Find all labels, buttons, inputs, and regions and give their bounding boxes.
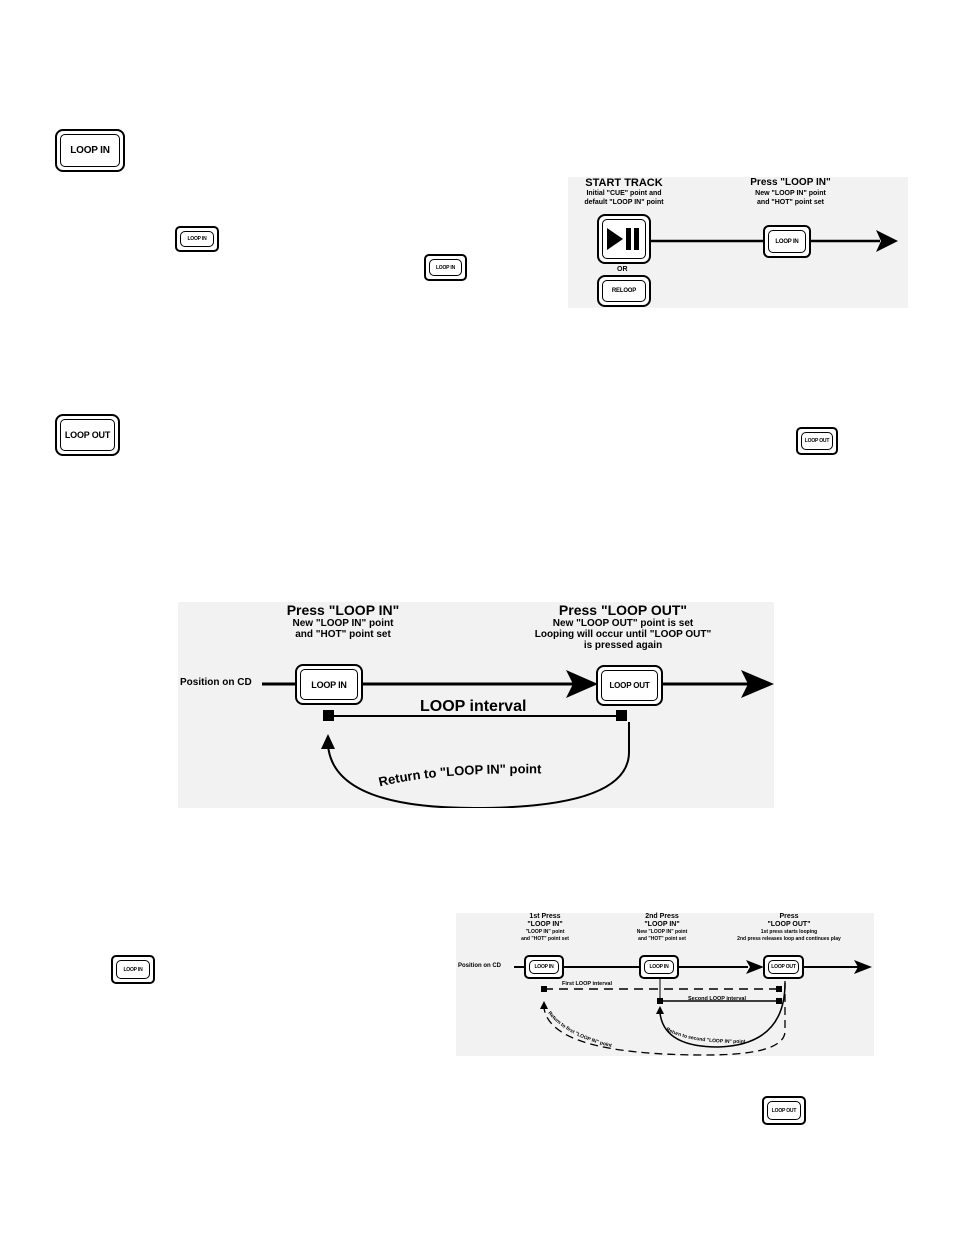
loop-in-button-icon: LOOP IN <box>763 225 811 258</box>
first-press-title2: "LOOP IN" <box>527 921 563 928</box>
loop-out-button-icon-inline: LOOP OUT <box>762 1096 806 1125</box>
press-loop-in-title: Press "LOOP IN" <box>286 602 400 618</box>
press-loop-out-sub1: 1st press starts looping <box>760 929 818 935</box>
loop-in-label: LOOP IN <box>123 966 143 973</box>
loop-in-button-icon: LOOP IN <box>295 664 363 705</box>
return-to-loop-in-label: Return to "LOOP IN" point <box>377 761 542 789</box>
second-press-sub1: New "LOOP IN" point <box>636 929 688 935</box>
press-loop-out-title1: Press <box>779 913 799 920</box>
loop-interval-label: LOOP interval <box>420 698 527 715</box>
loop-in-button-icon-inline: LOOP IN <box>175 226 219 252</box>
loop-interval-diagram-content: Return to "LOOP IN" point Press "LOOP IN… <box>178 602 774 808</box>
press-loop-out-sub1: New "LOOP OUT" point is set <box>552 618 694 629</box>
second-loop-interval-label: Second LOOP interval <box>688 996 746 1002</box>
second-press-title2: "LOOP IN" <box>644 921 680 928</box>
loop-out-label: LOOP OUT <box>771 964 796 970</box>
second-press-sub2: and "HOT" point set <box>638 936 686 942</box>
loop-in-button-icon: LOOP IN <box>55 129 125 172</box>
play-pause-button-icon <box>597 214 651 264</box>
loop-in-label: LOOP IN <box>435 264 456 271</box>
loop-in-label: LOOP IN <box>775 238 799 245</box>
press-loop-out-title2: "LOOP OUT" <box>767 921 811 928</box>
press-loop-out-sub2: Looping will occur until "LOOP OUT" <box>534 629 712 640</box>
position-on-cd-label: Position on CD <box>458 963 501 969</box>
press-loop-out-title: Press "LOOP OUT" <box>558 602 688 618</box>
loop-in-button-icon-inline: LOOP IN <box>424 254 467 281</box>
loop-out-label: LOOP OUT <box>609 681 650 690</box>
second-press-title1: 2nd Press <box>645 913 679 920</box>
loop-in-button-icon-inline: LOOP IN <box>111 955 155 984</box>
loop-interval-lines: Return to "LOOP IN" point <box>262 670 774 808</box>
press-loop-out-sub2: 2nd press releases loop and continues pl… <box>737 936 841 942</box>
press-loop-in-sub1: New "LOOP IN" point <box>292 618 394 629</box>
return-to-second-loop-in-label: Return to second "LOOP IN" point <box>665 1026 746 1044</box>
loop-out-label: LOOP OUT <box>804 438 830 444</box>
two-loop-in-diagram-content: Return to first "LOOP IN" point Return t… <box>456 913 874 1056</box>
or-label: OR <box>617 266 628 273</box>
start-track-sub1: Initial "CUE" point and <box>586 190 662 197</box>
press-loop-in-sub1: New "LOOP IN" point <box>755 190 826 197</box>
reloop-label: RELOOP <box>611 288 637 294</box>
press-loop-in-sub2: and "HOT" point set <box>295 629 391 640</box>
start-track-title: START TRACK <box>585 177 663 189</box>
loop-out-button-icon: LOOP OUT <box>596 665 663 706</box>
loop-in-label: LOOP IN <box>187 236 207 242</box>
loop-in-label: LOOP IN <box>70 145 110 156</box>
play-pause-icon <box>607 228 639 250</box>
loop-in-label: LOOP IN <box>649 964 669 970</box>
loop-interval-diagram <box>178 602 774 808</box>
reloop-button-icon: RELOOP <box>597 275 651 307</box>
press-loop-in-sub2: and "HOT" point set <box>757 199 824 206</box>
two-loop-in-lines: Return to first "LOOP IN" point Return t… <box>514 960 872 1056</box>
second-loop-in-button-icon: LOOP IN <box>639 955 679 979</box>
loop-out-button-icon-inline: LOOP OUT <box>796 427 838 455</box>
start-track-diagram-content: START TRACK Initial "CUE" point and defa… <box>568 177 908 308</box>
return-to-first-loop-in-label: Return to first "LOOP IN" point <box>546 1010 612 1049</box>
press-loop-in-title: Press "LOOP IN" <box>750 177 831 188</box>
loop-in-label: LOOP IN <box>311 679 347 690</box>
loop-out-label: LOOP OUT <box>771 1107 797 1114</box>
first-loop-in-button-icon: LOOP IN <box>524 955 564 979</box>
loop-out-label: LOOP OUT <box>64 430 111 440</box>
first-press-title1: 1st Press <box>529 913 561 920</box>
loop-out-button-icon: LOOP OUT <box>763 955 804 979</box>
first-press-sub2: and "HOT" point set <box>521 936 569 942</box>
press-loop-out-sub3: is pressed again <box>583 640 663 651</box>
first-loop-interval-label: First LOOP interval <box>562 981 613 987</box>
position-on-cd-label: Position on CD <box>180 677 252 688</box>
loop-in-label: LOOP IN <box>534 964 554 970</box>
two-loop-in-diagram <box>456 913 874 1056</box>
first-press-sub1: "LOOP IN" point <box>525 929 565 935</box>
loop-out-button-icon: LOOP OUT <box>55 414 120 456</box>
start-track-sub2: default "LOOP IN" point <box>584 199 664 206</box>
